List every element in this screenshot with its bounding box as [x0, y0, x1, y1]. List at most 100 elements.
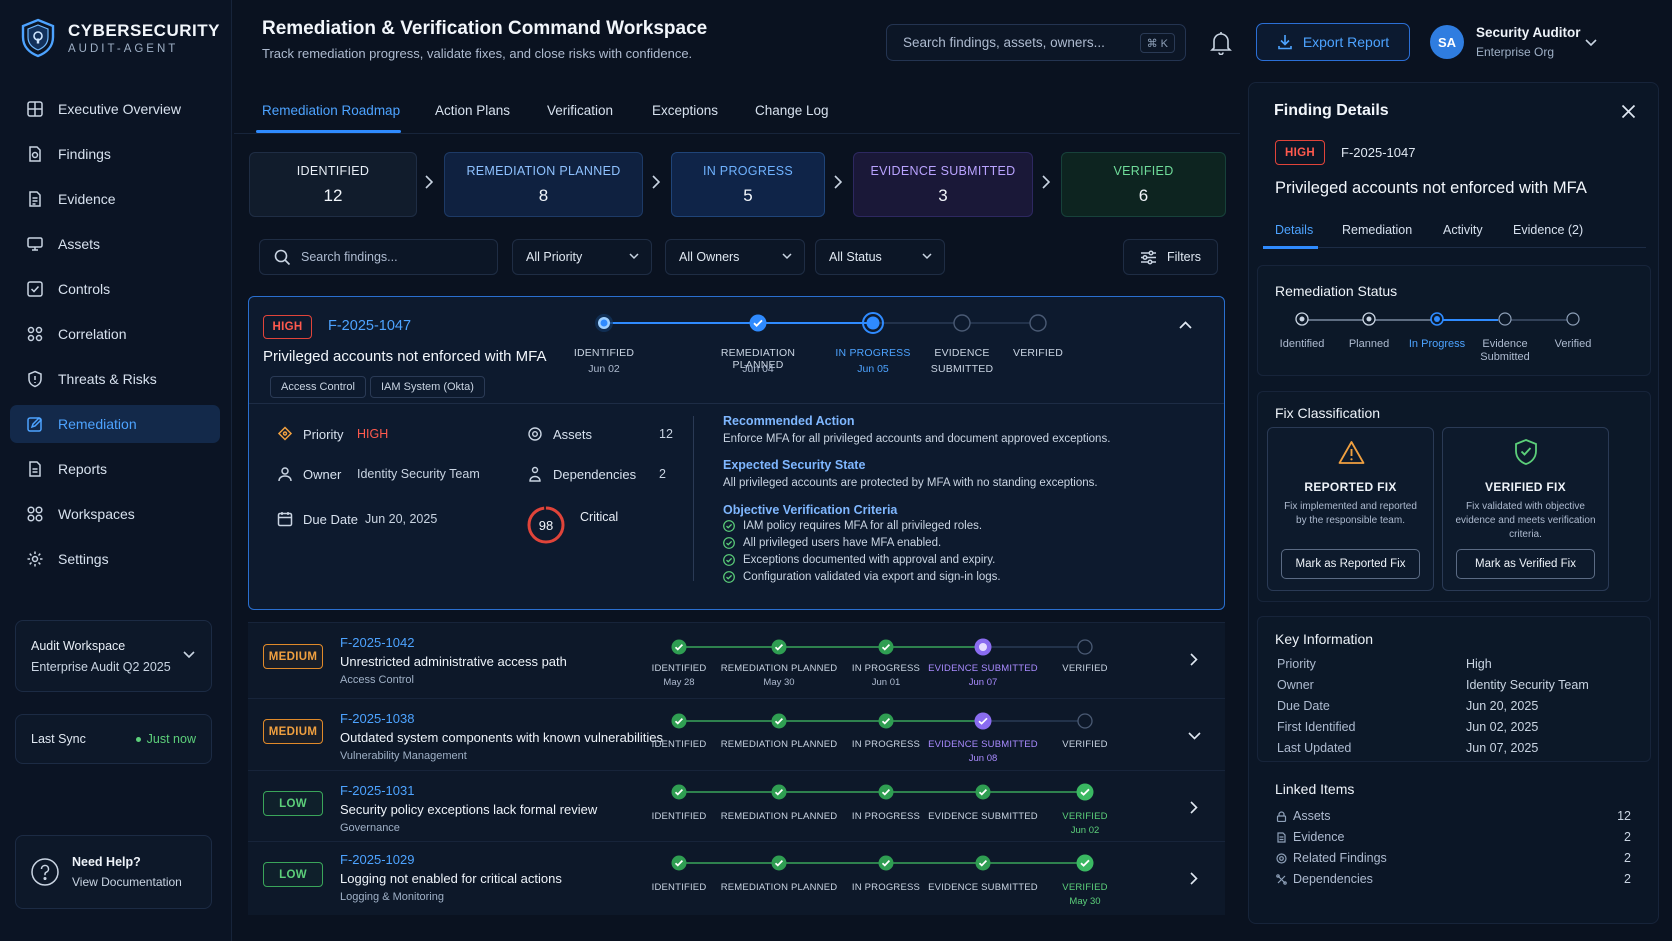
check-icon — [878, 713, 894, 729]
linked-item-related-findings[interactable]: Related Findings — [1276, 851, 1387, 865]
step-label: IDENTIFIED — [651, 811, 707, 822]
sidebar-item-settings[interactable]: Settings — [10, 540, 220, 578]
panel-tab-details[interactable]: Details — [1275, 223, 1314, 237]
status-step-label: Evidence Submitted — [1480, 338, 1530, 363]
step-label: IN PROGRESS — [851, 811, 921, 822]
chevron-right-icon[interactable] — [1190, 872, 1198, 885]
stage-remediation-planned[interactable]: REMEDIATION PLANNED 8 — [444, 152, 643, 217]
panel-tab-remediation[interactable]: Remediation — [1342, 223, 1413, 237]
tab-action-plans[interactable]: Action Plans — [435, 103, 511, 118]
view-documentation-link[interactable]: View Documentation — [72, 875, 182, 889]
reports-icon — [26, 460, 44, 478]
controls-icon — [26, 280, 44, 298]
table-row[interactable]: LOW F-2025-1031 Security policy exceptio… — [248, 770, 1225, 841]
brand[interactable]: CYBERSECURITY AUDIT-AGENT — [20, 18, 220, 58]
step-label: IDENTIFIED — [651, 739, 707, 750]
tag-iam-system[interactable]: IAM System (Okta) — [370, 376, 485, 398]
table-row[interactable]: MEDIUM F-2025-1038 Outdated system compo… — [248, 698, 1225, 770]
step-date: May 30 — [763, 677, 795, 688]
sidebar-item-evidence[interactable]: Evidence — [10, 180, 220, 218]
sidebar-item-label: Assets — [58, 236, 101, 252]
owners-filter[interactable]: All Owners — [665, 239, 805, 275]
sidebar-item-findings[interactable]: Findings — [10, 135, 220, 173]
criteria-item: Configuration validated via export and s… — [723, 571, 1001, 583]
timeline-date-planned: Jun 04 — [742, 363, 774, 375]
mark-reported-fix-button[interactable]: Mark as Reported Fix — [1281, 549, 1420, 579]
user-menu-chevron-down-icon[interactable] — [1585, 39, 1597, 47]
panel-tab-activity[interactable]: Activity — [1443, 223, 1483, 237]
findings-search-input[interactable]: Search findings... — [259, 239, 498, 275]
sidebar-item-reports[interactable]: Reports — [10, 450, 220, 488]
chevron-right-icon[interactable] — [1190, 801, 1198, 814]
chevron-down-icon — [183, 651, 195, 659]
chevron-right-icon — [1042, 175, 1050, 189]
finding-id[interactable]: F-2025-1031 — [340, 783, 415, 798]
finding-id[interactable]: F-2025-1029 — [340, 852, 415, 867]
sidebar-item-assets[interactable]: Assets — [10, 225, 220, 263]
finding-id[interactable]: F-2025-1042 — [340, 635, 415, 650]
step-date: Jun 01 — [871, 677, 901, 688]
global-search-input[interactable]: Search findings, assets, owners... ⌘ K — [886, 24, 1186, 61]
tab-exceptions[interactable]: Exceptions — [652, 103, 719, 118]
key-value: Jun 07, 2025 — [1466, 741, 1539, 755]
stage-verified[interactable]: VERIFIED 6 — [1061, 152, 1226, 217]
sidebar-nav: Executive Overview Findings Evidence Ass… — [10, 90, 220, 585]
sidebar-item-threats-risks[interactable]: Threats & Risks — [10, 360, 220, 398]
tab-change-log[interactable]: Change Log — [755, 103, 829, 118]
user-name: Security Auditor — [1476, 25, 1581, 40]
mark-verified-fix-button[interactable]: Mark as Verified Fix — [1456, 549, 1595, 579]
finding-title: Security policy exceptions lack formal r… — [340, 802, 598, 817]
bell-icon[interactable] — [1210, 31, 1232, 55]
finding-id[interactable]: F-2025-1047 — [328, 318, 412, 334]
chevron-up-icon[interactable] — [1179, 321, 1192, 329]
owner-icon — [277, 466, 293, 482]
remediation-icon — [26, 415, 44, 433]
status-verified-icon — [1566, 312, 1580, 326]
vertical-divider — [693, 416, 694, 581]
chevron-down-icon[interactable] — [1188, 732, 1201, 740]
reported-fix-card[interactable]: REPORTED FIX Fix implemented and reporte… — [1267, 427, 1434, 591]
sidebar-item-controls[interactable]: Controls — [10, 270, 220, 308]
table-row[interactable]: MEDIUM F-2025-1042 Unrestricted administ… — [248, 622, 1225, 698]
workspaces-icon — [26, 505, 44, 523]
verified-fix-card[interactable]: VERIFIED FIX Fix validated with objectiv… — [1442, 427, 1609, 591]
linked-item-assets[interactable]: Assets — [1276, 809, 1331, 823]
sidebar-item-workspaces[interactable]: Workspaces — [10, 495, 220, 533]
tag-access-control[interactable]: Access Control — [270, 376, 366, 398]
timeline-label-evidence-line1: EVIDENCE — [934, 347, 990, 359]
stage-evidence-submitted[interactable]: EVIDENCE SUBMITTED 3 — [853, 152, 1033, 217]
verified-check-icon — [1076, 854, 1094, 872]
step-label: EVIDENCE SUBMITTED — [928, 811, 1038, 822]
owner-value: Identity Security Team — [357, 467, 480, 481]
stage-label: VERIFIED — [1113, 163, 1174, 178]
table-row[interactable]: LOW F-2025-1029 Logging not enabled for … — [248, 841, 1225, 915]
sidebar-item-correlation[interactable]: Correlation — [10, 315, 220, 353]
chevron-right-icon[interactable] — [1190, 653, 1198, 666]
help-card[interactable]: Need Help? View Documentation — [15, 835, 212, 909]
priority-filter[interactable]: All Priority — [512, 239, 652, 275]
tab-remediation-roadmap[interactable]: Remediation Roadmap — [262, 103, 401, 118]
key-value: Jun 20, 2025 — [1466, 699, 1539, 713]
sidebar-item-remediation[interactable]: Remediation — [10, 405, 220, 443]
step-planned-check-icon — [749, 314, 767, 332]
stage-count: 12 — [323, 185, 343, 205]
status-filter[interactable]: All Status — [815, 239, 945, 275]
workspace-selector[interactable]: Audit Workspace Enterprise Audit Q2 2025 — [15, 620, 212, 692]
linked-item-dependencies[interactable]: Dependencies — [1276, 872, 1373, 886]
close-icon[interactable] — [1621, 104, 1636, 119]
linked-item-evidence[interactable]: Evidence — [1276, 830, 1344, 844]
stage-in-progress[interactable]: IN PROGRESS 5 — [671, 152, 825, 217]
finding-title: Logging not enabled for critical actions — [340, 871, 562, 886]
key-label: Due Date — [1277, 699, 1330, 713]
tab-verification[interactable]: Verification — [547, 103, 614, 118]
sidebar-item-executive-overview[interactable]: Executive Overview — [10, 90, 220, 128]
export-report-button[interactable]: Export Report — [1256, 23, 1410, 61]
due-date-value: Jun 20, 2025 — [365, 512, 438, 526]
panel-tab-evidence[interactable]: Evidence (2) — [1513, 223, 1584, 237]
finding-id[interactable]: F-2025-1038 — [340, 711, 415, 726]
stage-identified[interactable]: IDENTIFIED 12 — [249, 152, 417, 217]
expanded-finding-card[interactable]: HIGH F-2025-1047 Privileged accounts not… — [248, 296, 1225, 610]
avatar[interactable]: SA — [1430, 25, 1464, 59]
assets-value: 12 — [659, 427, 673, 441]
filters-button[interactable]: Filters — [1123, 239, 1218, 275]
